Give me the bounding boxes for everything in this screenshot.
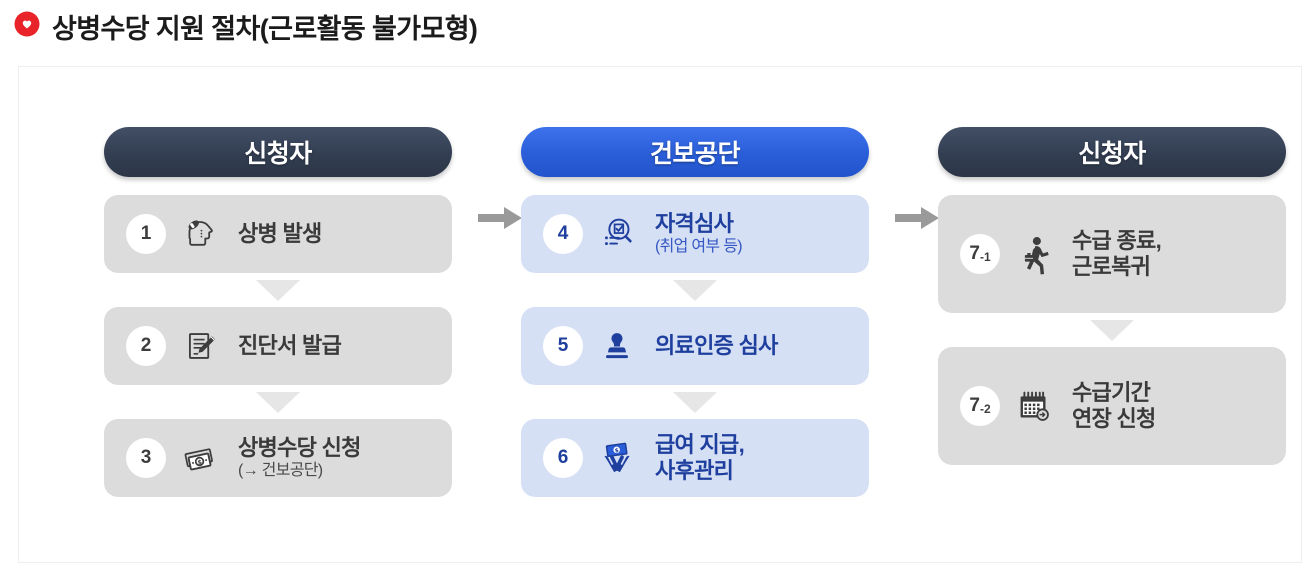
step-number-badge: 7-2 — [960, 386, 1000, 426]
column-header-label: 건보공단 — [649, 140, 741, 168]
calendar-arrow-icon — [1010, 382, 1058, 430]
step-sublabel: (→ 건보공단) — [238, 462, 323, 480]
step-label: 진단서 발급 — [238, 333, 342, 359]
magnifier-checklist-icon — [593, 210, 641, 258]
step-card-list: 1 상병 발생 — [104, 195, 452, 497]
step-labels: 의료인증 심사 — [655, 333, 778, 359]
column-applicant-end: 신청자 7-1 — [938, 127, 1286, 465]
arrow-down-icon — [104, 273, 452, 307]
step-label: 상병 발생 — [238, 221, 322, 247]
step-card-7-1[interactable]: 7-1 수급 종료, 근로복귀 — [938, 195, 1286, 313]
step-sublabel: (취업 여부 등) — [655, 238, 743, 256]
step-labels: 자격심사 (취업 여부 등) — [655, 210, 743, 258]
arrow-right-icon — [478, 207, 522, 229]
step-labels: 상병 발생 — [238, 221, 322, 247]
step-number-badge: 5 — [543, 326, 583, 366]
step-card-1[interactable]: 1 상병 발생 — [104, 195, 452, 273]
step-number-badge: 4 — [543, 214, 583, 254]
step-label: 수급 종료, 근로복귀 — [1072, 228, 1162, 279]
column-header-applicant-end: 신청자 — [938, 127, 1286, 177]
step-label: 의료인증 심사 — [655, 333, 778, 359]
svg-text:$: $ — [614, 448, 619, 455]
step-number-badge: 7-1 — [960, 234, 1000, 274]
step-labels: 수급기간 연장 신청 — [1072, 380, 1156, 432]
step-number-badge: 1 — [126, 214, 166, 254]
step-number-value: 7 — [969, 395, 980, 416]
arrow-down-icon — [104, 385, 452, 419]
diagram-panel: 신청자 1 — [18, 66, 1302, 563]
document-pencil-icon — [176, 322, 224, 370]
step-number-suffix: -1 — [979, 250, 991, 264]
step-labels: 상병수당 신청 (→ 건보공단) — [238, 435, 361, 482]
column-applicant-start: 신청자 1 — [104, 127, 452, 497]
running-worker-icon — [1010, 230, 1058, 278]
step-card-7-2[interactable]: 7-2 — [938, 347, 1286, 465]
arrow-down-icon — [521, 273, 869, 307]
svg-text:$: $ — [197, 459, 203, 467]
arrow-right-icon — [895, 207, 939, 229]
step-labels: 급여 지급, 사후관리 — [655, 432, 745, 484]
step-card-4[interactable]: 4 자격심사 — [521, 195, 869, 273]
arrow-down-icon — [521, 385, 869, 419]
step-labels: 수급 종료, 근로복귀 — [1072, 228, 1162, 280]
step-label: 상병수당 신청 — [238, 434, 361, 460]
column-header-applicant-start: 신청자 — [104, 127, 452, 177]
step-label: 급여 지급, 사후관리 — [655, 432, 745, 483]
column-header-label: 신청자 — [244, 140, 312, 168]
column-nhis: 건보공단 4 — [521, 127, 869, 497]
step-card-list: 4 자격심사 — [521, 195, 869, 497]
step-number-badge: 3 — [126, 438, 166, 478]
arrow-down-icon — [938, 313, 1286, 347]
page-title-bar: 상병수당 지원 절차(근로활동 불가모형) — [14, 6, 478, 46]
step-number-suffix: -2 — [979, 402, 991, 416]
cash-money-icon: $ — [176, 434, 224, 482]
column-header-label: 신청자 — [1078, 140, 1146, 168]
hands-money-icon: $ — [593, 434, 641, 482]
step-labels: 진단서 발급 — [238, 333, 342, 359]
location-pin-icon — [14, 11, 40, 41]
step-label: 수급기간 연장 신청 — [1072, 380, 1156, 431]
step-label: 자격심사 — [655, 210, 734, 236]
step-card-2[interactable]: 2 진단서 발급 — [104, 307, 452, 385]
step-number-badge: 2 — [126, 326, 166, 366]
step-number-badge: 6 — [543, 438, 583, 478]
step-card-5[interactable]: 5 의료인증 심사 — [521, 307, 869, 385]
step-number-value: 7 — [969, 243, 980, 264]
head-injury-icon — [176, 210, 224, 258]
step-card-3[interactable]: 3 $ — [104, 419, 452, 497]
page-title: 상병수당 지원 절차(근로활동 불가모형) — [52, 13, 478, 44]
step-card-list: 7-1 수급 종료, 근로복귀 — [938, 195, 1286, 465]
stamp-icon — [593, 322, 641, 370]
column-header-nhis: 건보공단 — [521, 127, 869, 177]
step-card-6[interactable]: 6 $ 급여 지급, 사후관리 — [521, 419, 869, 497]
